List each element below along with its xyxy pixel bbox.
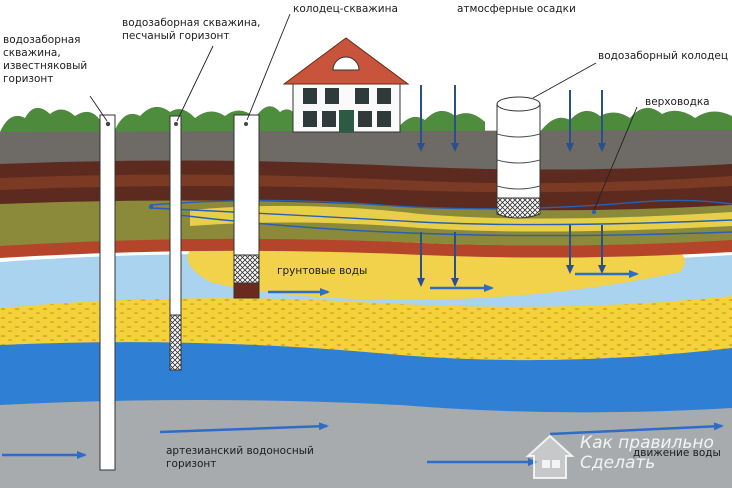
label-limestone-well: водозаборная скважина, известняковый гор… bbox=[3, 34, 87, 86]
label-limestone-well-line2: скважина, bbox=[3, 47, 61, 59]
label-limestone-well-line3: известняковый bbox=[3, 60, 88, 72]
red-clay-layer bbox=[0, 237, 732, 258]
label-artesian-line2: горизонт bbox=[166, 458, 217, 470]
watermark-line2: Сделать bbox=[580, 453, 656, 473]
house-logo-icon bbox=[525, 434, 575, 479]
label-well-borehole: колодец-скважина bbox=[293, 3, 398, 15]
house bbox=[282, 37, 410, 133]
yellow-sand-band bbox=[190, 205, 732, 232]
label-groundwater: грунтовые воды bbox=[277, 265, 368, 277]
label-perched-water: верховодка bbox=[645, 96, 710, 108]
label-artesian: артезианский водоносный горизонт bbox=[166, 445, 314, 471]
label-sand-well-line2: песчаный горизонт bbox=[122, 30, 230, 42]
limestone-well-pipe bbox=[99, 114, 116, 471]
label-artesian-line1: артезианский водоносный bbox=[166, 445, 314, 457]
label-water-movement: движение воды bbox=[633, 447, 721, 459]
label-water-well: водозаборный колодец bbox=[598, 50, 728, 62]
flow-arrows bbox=[2, 270, 724, 466]
leader-lines bbox=[89, 13, 638, 211]
sand-well-pipe bbox=[169, 115, 182, 371]
deep-aquifer-layer bbox=[0, 336, 732, 413]
label-limestone-well-line1: водозаборная bbox=[3, 34, 81, 46]
label-sand-well: водозаборная скважина, песчаный горизонт bbox=[122, 17, 261, 43]
borehole-well-pipe bbox=[233, 114, 260, 299]
watermark-line1: Как правильно bbox=[580, 433, 714, 453]
precipitation-arrows bbox=[417, 85, 606, 287]
water-well-cylinder bbox=[496, 96, 541, 219]
soil-strata bbox=[0, 130, 732, 488]
label-sand-well-line1: водозаборная скважина, bbox=[122, 17, 261, 29]
label-limestone-well-line4: горизонт bbox=[3, 73, 54, 85]
watermark: Как правильно Сделать bbox=[518, 428, 732, 486]
topsoil-layer bbox=[0, 130, 732, 170]
sand-layer-lower bbox=[0, 292, 732, 361]
label-precipitation: атмосферные осадки bbox=[457, 3, 576, 15]
clay-band-mid bbox=[0, 174, 732, 193]
